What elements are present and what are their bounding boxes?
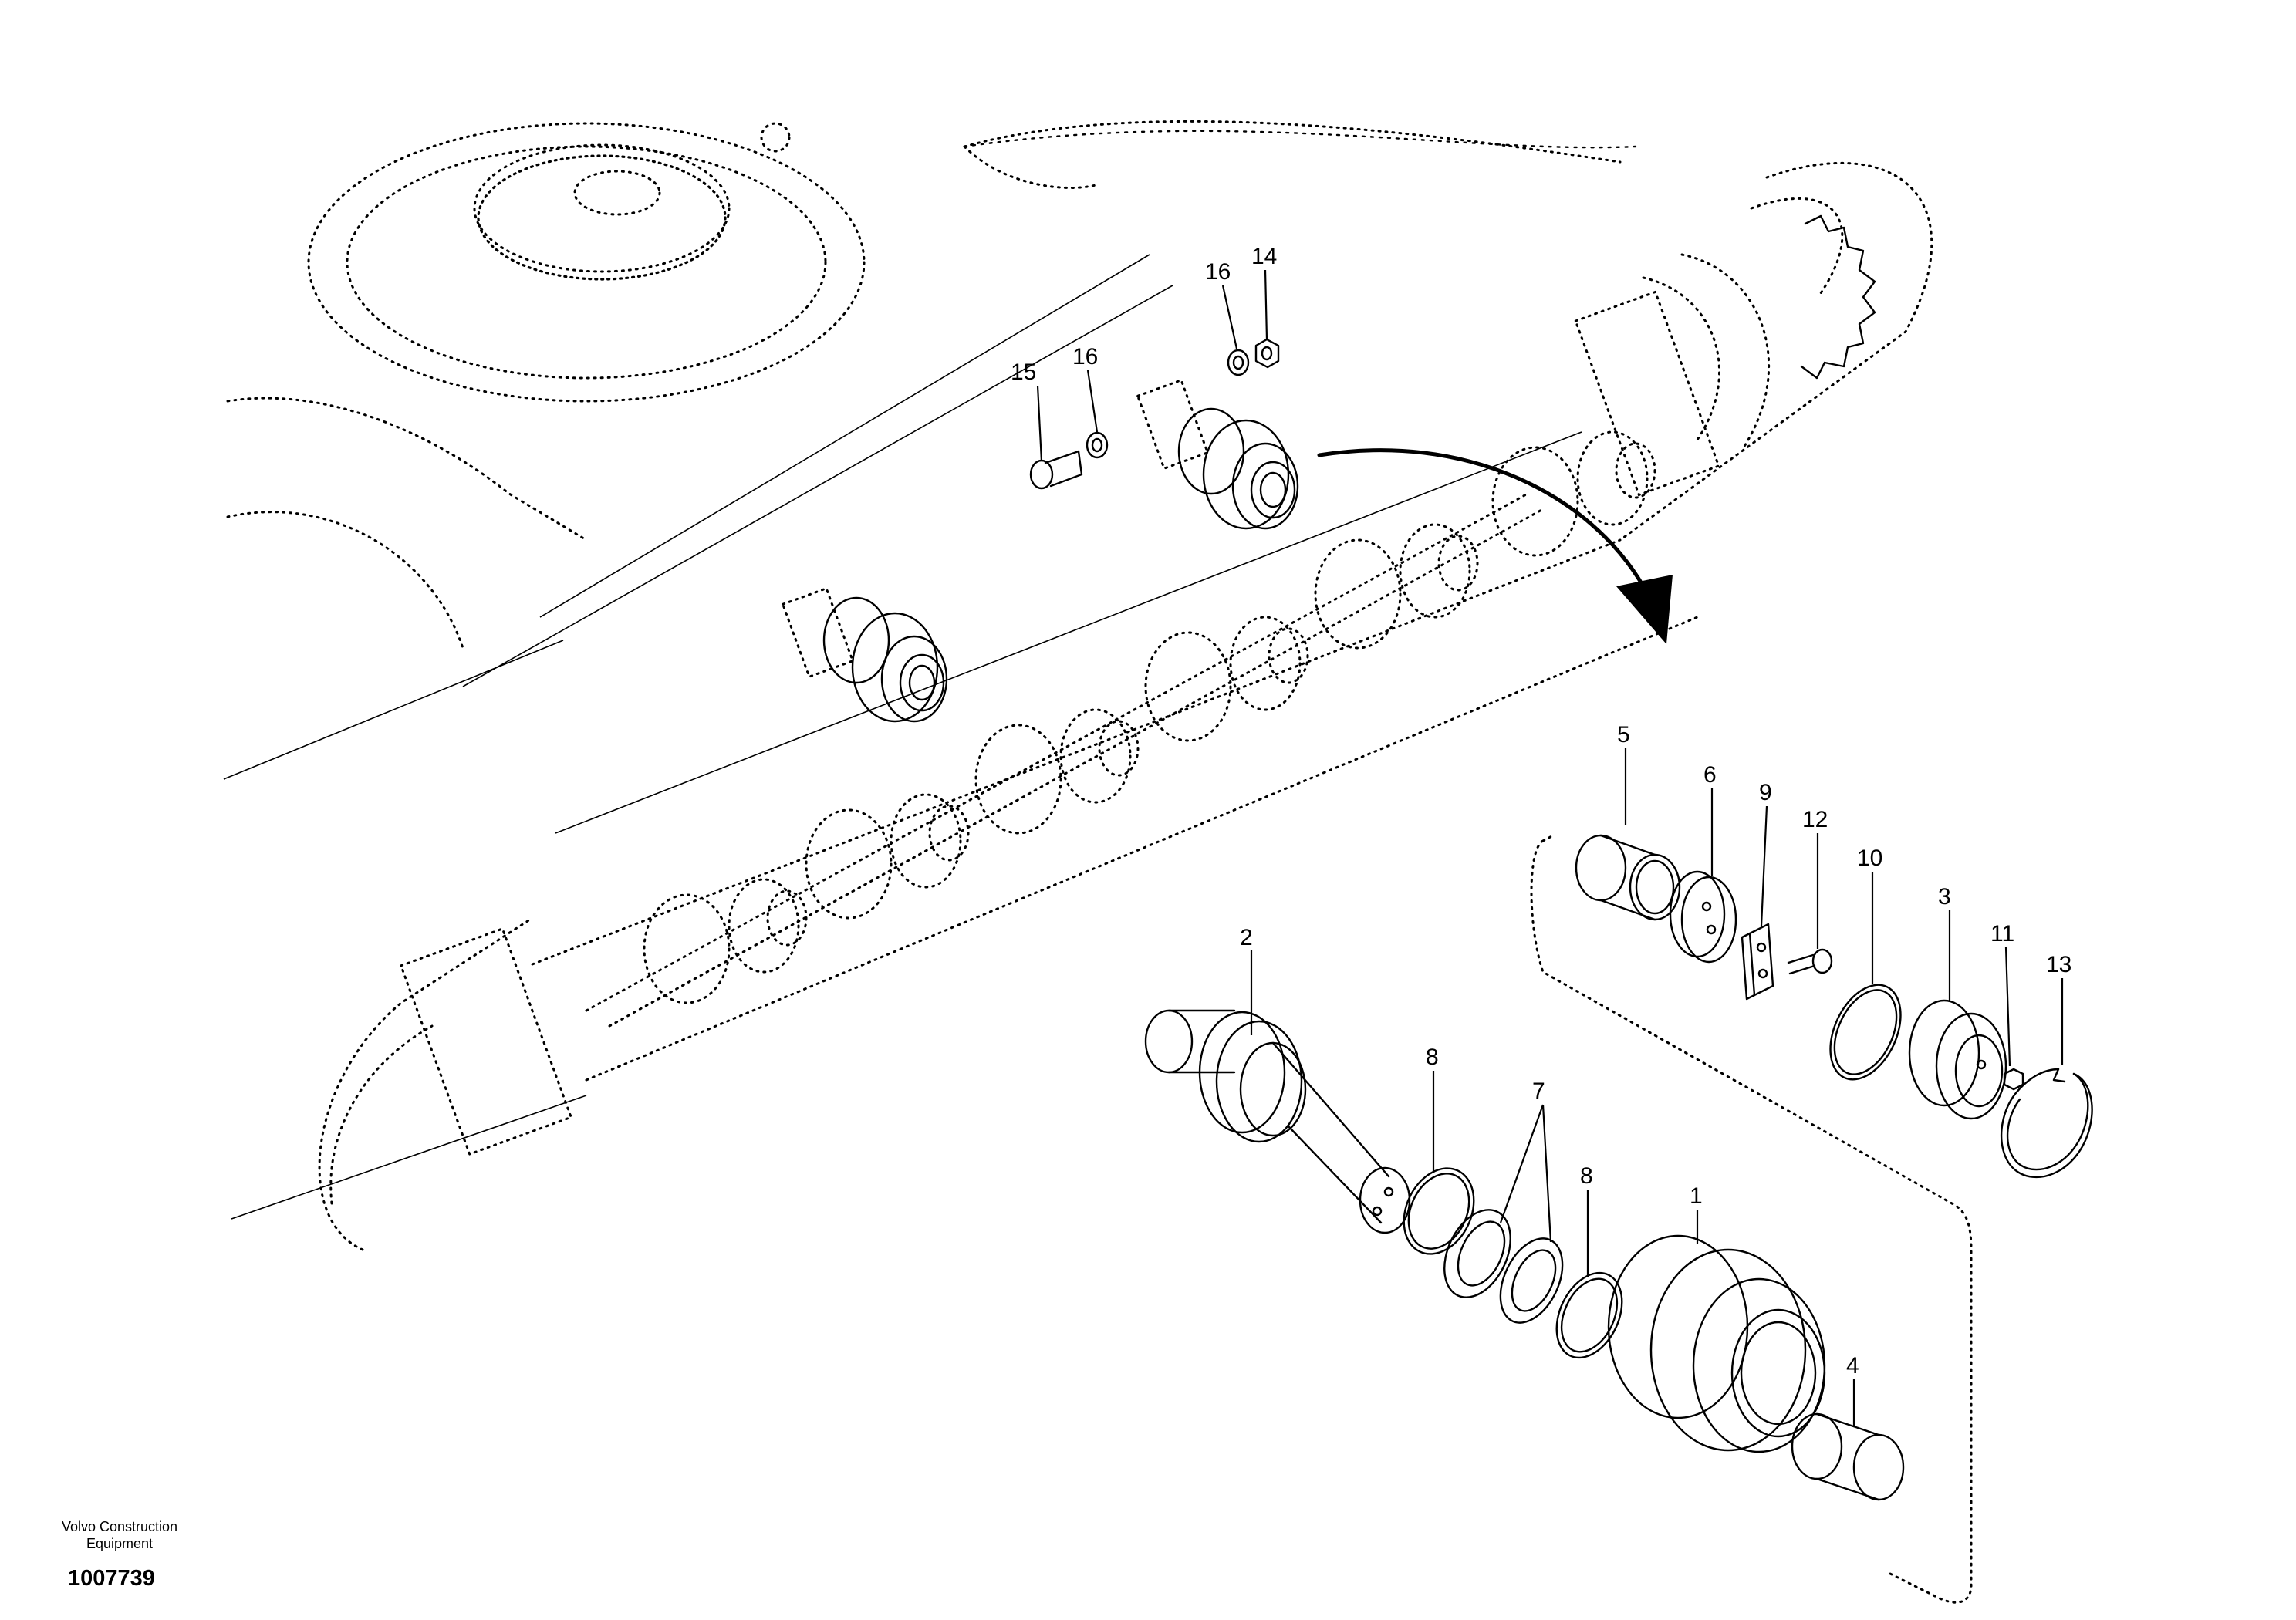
part-9-lock-plate	[1741, 923, 1774, 1001]
callout-16-lower: 16	[1072, 344, 1098, 370]
callout-8-right: 8	[1580, 1163, 1593, 1189]
part-12-bolt	[1787, 948, 1833, 975]
callout-9: 9	[1759, 780, 1772, 805]
part-1-roller	[1607, 1234, 1826, 1453]
part-11-plug	[2003, 1068, 2024, 1091]
callout-11: 11	[1990, 921, 2014, 947]
part-3-collar	[1908, 999, 2007, 1120]
callout-10: 10	[1857, 845, 1882, 871]
callout-3: 3	[1938, 884, 1951, 910]
callout-2: 2	[1240, 925, 1253, 950]
part-10-ring	[1829, 984, 1902, 1081]
callout-15: 15	[1011, 359, 1036, 385]
part-8-ring-left	[1403, 1167, 1475, 1255]
callout-1: 1	[1690, 1183, 1703, 1209]
brand-line-2: Equipment	[86, 1536, 154, 1551]
callout-14: 14	[1251, 244, 1277, 269]
brand-line-1: Volvo Construction	[61, 1519, 178, 1534]
track-rollers-context	[643, 430, 1656, 1004]
leader-lines	[1036, 269, 2064, 1427]
part-5-bushing	[1575, 834, 1681, 921]
callout-5: 5	[1617, 722, 1630, 748]
callout-7: 7	[1532, 1078, 1545, 1104]
washer-16-lower	[1086, 431, 1109, 459]
callout-8-left: 8	[1426, 1045, 1439, 1070]
washer-16-upper	[1227, 349, 1250, 376]
brand-label: Volvo Construction Equipment	[31, 1518, 208, 1552]
part-6-cover-plate	[1669, 870, 1737, 964]
detail-arrow	[1317, 448, 1673, 644]
callout-16-upper: 16	[1205, 259, 1231, 285]
machine-context-outline	[223, 120, 1933, 1251]
callout-4: 4	[1846, 1353, 1859, 1379]
part-7-seal-rings	[1443, 1209, 1564, 1324]
callout-12: 12	[1802, 807, 1828, 832]
carrier-roller-installed-lower	[781, 586, 948, 723]
callout-13: 13	[2046, 952, 2071, 977]
nut-14	[1254, 338, 1280, 369]
carrier-roller-installed-upper	[1136, 378, 1299, 530]
bolt-15	[1029, 450, 1083, 490]
callout-6: 6	[1703, 762, 1717, 788]
part-4-bushing	[1791, 1412, 1905, 1501]
part-13-snap-ring	[2000, 1068, 2093, 1179]
callout-labels: 1 2 3 4 5 6 7 8 8 9 10 11 12 13 14 15 16…	[1011, 244, 2071, 1379]
document-id: 1007739	[68, 1566, 155, 1591]
subassembly-outline	[1530, 839, 1973, 1604]
part-2-shaft	[1144, 1009, 1411, 1234]
part-8-ring-right	[1555, 1271, 1623, 1359]
